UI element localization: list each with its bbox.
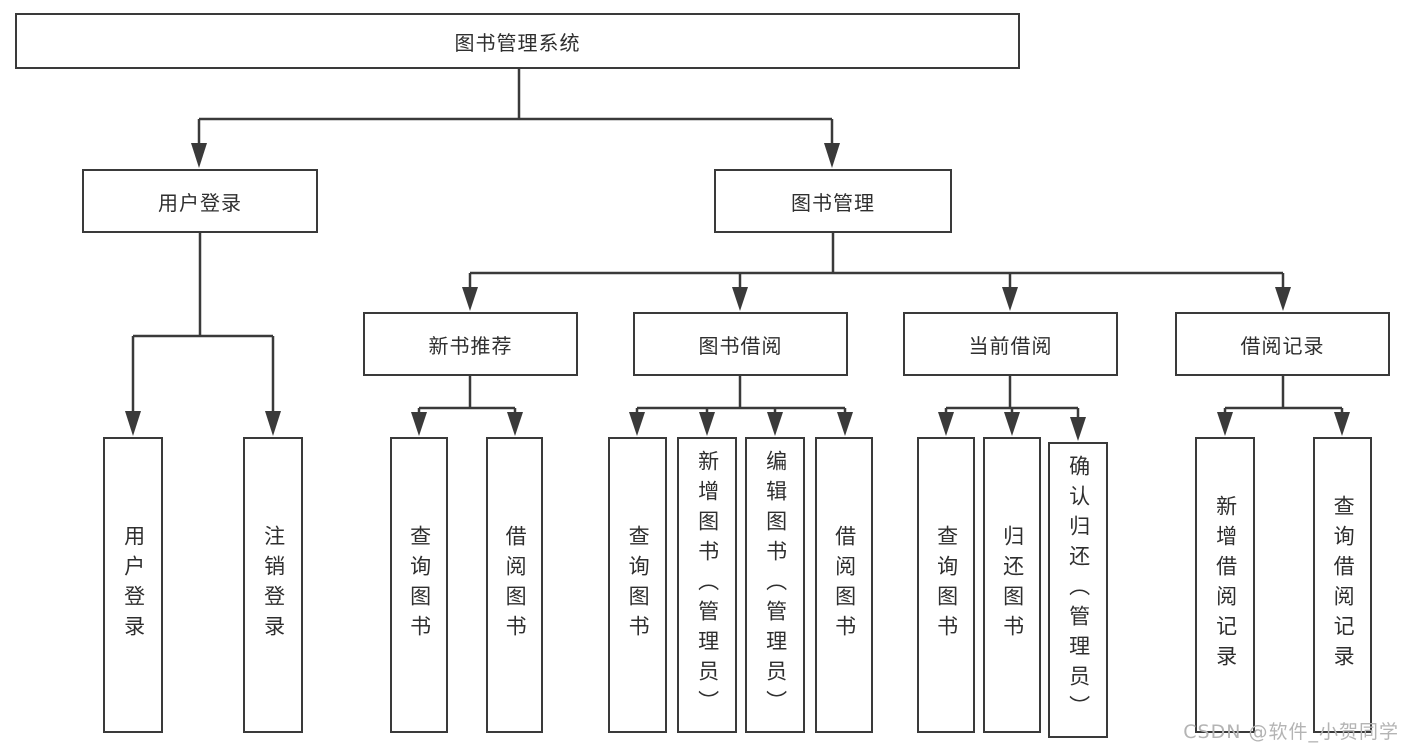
leaf-return-books: 归还图书 — [983, 437, 1041, 733]
arrow-down-icon — [1004, 412, 1020, 436]
leaf-label: 编辑图书（管理员） — [763, 450, 788, 720]
arrow-down-icon — [411, 412, 427, 436]
leaf-add-book-admin: 新增图书（管理员） — [677, 437, 737, 733]
arrow-down-icon — [938, 412, 954, 436]
arrow-down-icon — [125, 411, 141, 436]
leaf-edit-book-admin: 编辑图书（管理员） — [745, 437, 805, 733]
leaf-logout: 注销登录 — [243, 437, 303, 733]
arrow-down-icon — [191, 143, 207, 168]
arrow-down-icon — [462, 287, 478, 311]
arrow-down-icon — [837, 412, 853, 436]
connector-book-management-children — [462, 233, 1291, 311]
leaf-label: 查询借阅记录 — [1331, 495, 1356, 675]
connector-current-borrowing-children — [938, 376, 1086, 441]
leaf-label: 归还图书 — [1000, 525, 1025, 645]
csdn-watermark: CSDN @软件_小贺同学 — [1183, 721, 1399, 743]
leaf-borrow-books: 借阅图书 — [815, 437, 873, 733]
leaf-label: 借阅图书 — [832, 525, 857, 645]
arrow-down-icon — [629, 412, 645, 436]
arrow-down-icon — [699, 412, 715, 436]
leaf-label: 借阅图书 — [503, 525, 528, 645]
node-current-borrowing: 当前借阅 — [903, 312, 1118, 376]
connector-root-to-level2 — [191, 69, 840, 168]
leaf-add-borrow-record: 新增借阅记录 — [1195, 437, 1255, 733]
leaf-label: 注销登录 — [261, 525, 286, 645]
arrow-down-icon — [1334, 412, 1350, 436]
leaf-borrow-books-recommendation: 借阅图书 — [486, 437, 543, 733]
leaf-label: 确认归还（管理员） — [1066, 455, 1091, 725]
leaf-label: 查询图书 — [626, 525, 651, 645]
leaf-label: 用户登录 — [121, 525, 146, 645]
leaf-label: 新增图书（管理员） — [695, 450, 720, 720]
arrow-down-icon — [1002, 287, 1018, 311]
leaf-query-books-current: 查询图书 — [917, 437, 975, 733]
node-new-book-recommendation: 新书推荐 — [363, 312, 578, 376]
arrow-down-icon — [265, 411, 281, 436]
leaf-query-books-recommendation: 查询图书 — [390, 437, 448, 733]
leaf-label: 新增借阅记录 — [1213, 495, 1238, 675]
node-user-login: 用户登录 — [82, 169, 318, 233]
leaf-user-login: 用户登录 — [103, 437, 163, 733]
node-book-borrowing: 图书借阅 — [633, 312, 848, 376]
node-book-management: 图书管理 — [714, 169, 952, 233]
arrow-down-icon — [1070, 417, 1086, 441]
node-library-management-system: 图书管理系统 — [15, 13, 1020, 69]
leaf-label: 查询图书 — [934, 525, 959, 645]
leaf-query-borrow-record: 查询借阅记录 — [1313, 437, 1372, 733]
connector-book-borrowing-children — [629, 376, 853, 436]
arrow-down-icon — [767, 412, 783, 436]
arrow-down-icon — [1217, 412, 1233, 436]
connector-new-book-recommendation-children — [411, 376, 523, 436]
leaf-confirm-return-admin: 确认归还（管理员） — [1048, 442, 1108, 738]
leaf-query-books-borrowing: 查询图书 — [608, 437, 667, 733]
arrow-down-icon — [507, 412, 523, 436]
leaf-label: 查询图书 — [407, 525, 432, 645]
arrow-down-icon — [824, 143, 840, 168]
connector-user-login-children — [125, 233, 281, 436]
arrow-down-icon — [1275, 287, 1291, 311]
connector-borrowing-records-children — [1217, 376, 1350, 436]
node-borrowing-records: 借阅记录 — [1175, 312, 1390, 376]
arrow-down-icon — [732, 287, 748, 311]
